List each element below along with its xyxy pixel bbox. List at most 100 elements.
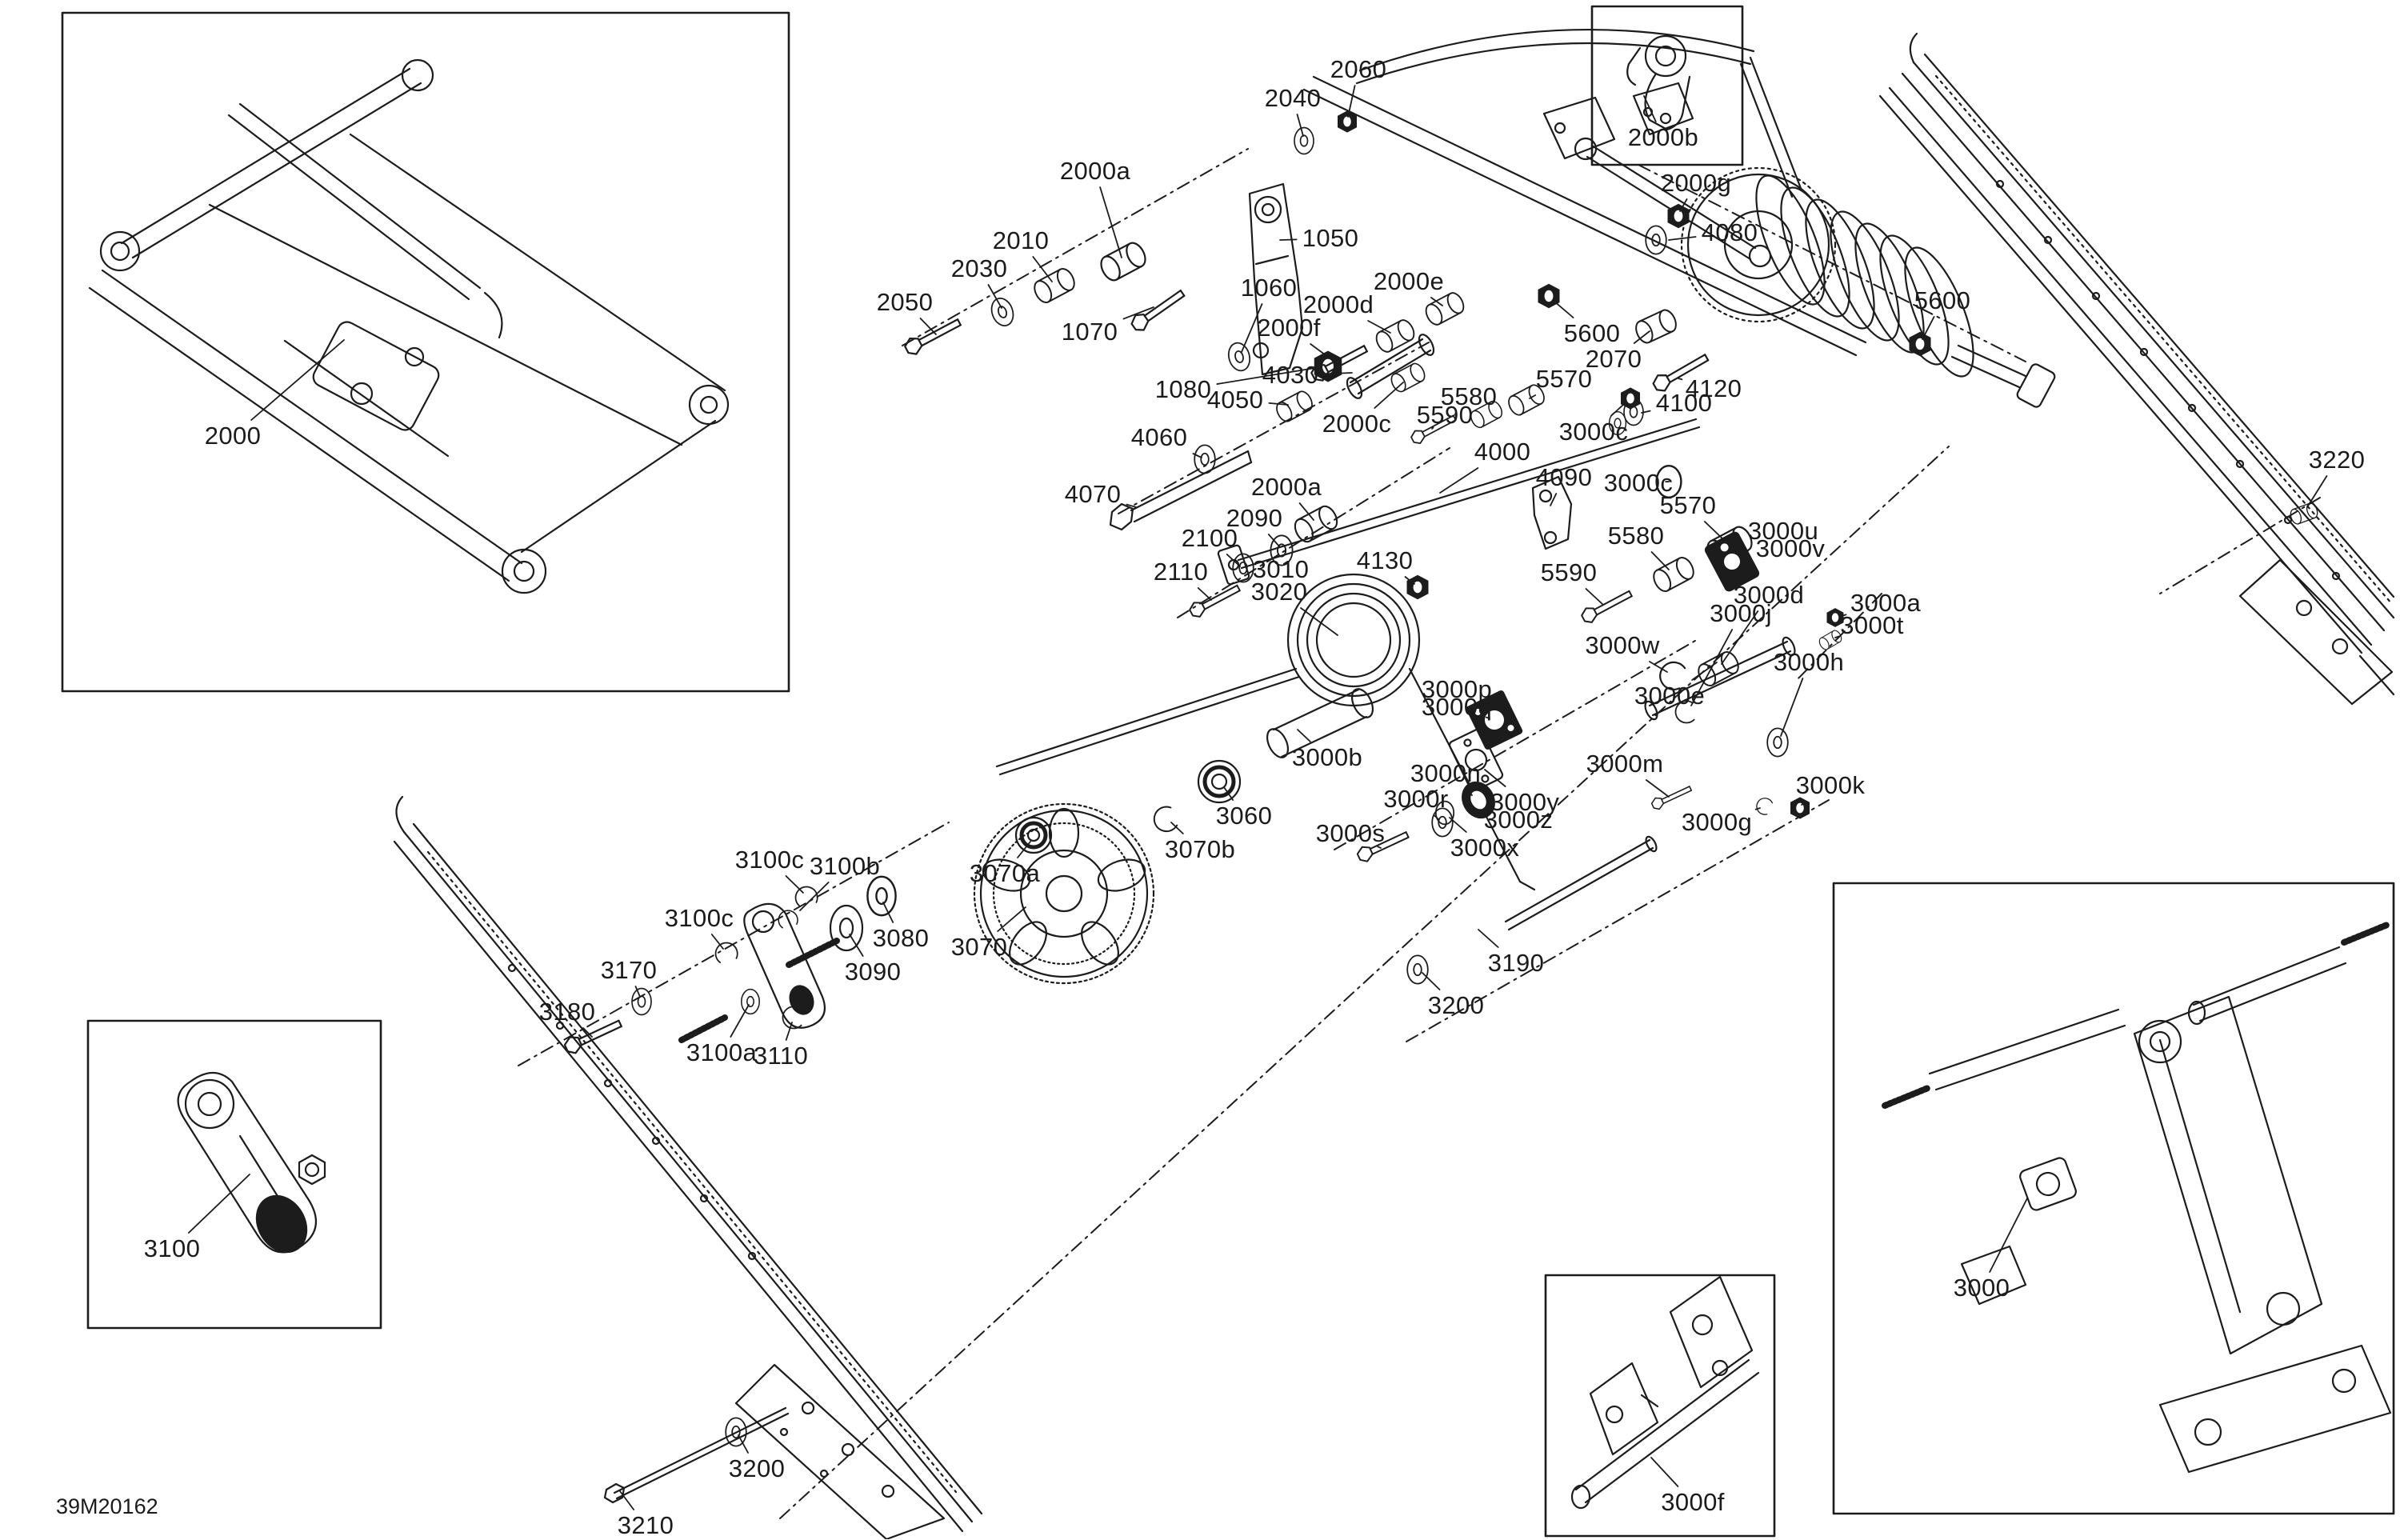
leader-line [1478,930,1498,947]
part-label: 4100 [1656,389,1713,418]
coil-spring-drawing [1682,167,2056,409]
leader-line [1705,522,1725,541]
leader-line [988,285,1002,308]
leader-line [1422,973,1440,990]
leader-line [1198,588,1211,600]
leader-line [1368,321,1390,333]
leader-line [1678,378,1682,379]
part-label: 4050 [1207,386,1264,414]
part-label: 2000c [1322,410,1391,438]
part-label: 2000g [1661,169,1731,198]
leader-line [730,1005,749,1037]
part-label: 3000j [1710,599,1772,628]
leader-line [1298,730,1310,742]
part-label: 3100a [686,1038,757,1067]
part-label: 3180 [539,998,596,1026]
part-label: 3000v [1756,534,1825,563]
leader-line [635,986,640,997]
leader-line [1554,301,1574,318]
part-label: 3000t [1840,611,1904,640]
upper-frame-drawing [1110,30,1866,585]
part-label: 5600 [1564,319,1621,348]
part-label: 3100b [810,852,880,881]
part-label: 3000b [1292,743,1362,772]
part-label: 2100 [1182,524,1238,553]
inset-box-rear-bracket-3000f [1546,1275,1774,1536]
part-label: 1060 [1241,274,1298,302]
part-label: 2110 [1154,558,1208,586]
part-label: 3200 [729,1454,786,1483]
leader-line [786,876,803,893]
part-label: 3000s [1316,819,1385,848]
part-label: 3000z [1484,806,1553,834]
leader-line [1298,114,1303,136]
leader-line [1301,608,1338,635]
leader-line [2307,476,2326,507]
part-label: 3000w [1585,631,1659,660]
part-label: 4130 [1357,546,1414,575]
part-label: 4070 [1065,480,1122,509]
part-label: 4000 [1474,438,1531,466]
inset-box-pivot-arm-3100 [88,1021,381,1328]
part-label: 3000f [1661,1488,1725,1517]
leader-line [1990,1198,2027,1272]
part-label: 3210 [618,1511,674,1540]
part-label: 3000r [1383,785,1448,814]
part-label: 3000 [1954,1274,2010,1302]
part-label: 3070b [1165,835,1235,864]
leader-line [786,1022,792,1040]
part-label: 2000b [1628,123,1698,152]
leader-line [1586,589,1604,605]
part-label: 2000f [1257,314,1321,342]
part-label: 2000e [1374,267,1444,296]
leader-line [251,340,344,420]
leader-line [1756,808,1760,810]
part-label: 1050 [1302,224,1359,253]
part-label: 4090 [1536,463,1593,492]
part-label: 2000a [1251,473,1322,502]
part-label: 4080 [1702,218,1758,247]
part-label: 2000a [1060,157,1130,186]
part-label: 1070 [1062,318,1118,346]
leader-line [1646,780,1669,797]
part-label: 3220 [2309,446,2366,474]
part-label: 3100 [144,1234,201,1263]
rear-arm-inset-drawing [1885,925,2390,1472]
part-label: 3110 [754,1042,808,1070]
part-label: 3000k [1796,771,1865,800]
leader-line [1652,552,1669,570]
part-label: 3080 [873,924,930,953]
part-label: 2070 [1586,345,1642,374]
part-label: 3000h [1774,648,1844,677]
part-label: 3000c [1559,418,1628,446]
part-label: 2050 [877,288,934,317]
leader-line [921,318,937,334]
part-label: 5580 [1441,382,1498,411]
leader-line [1374,382,1403,408]
part-label: 2010 [993,226,1050,255]
leader-line [998,907,1026,931]
leader-line [1033,257,1052,282]
part-label: 4030 [1262,361,1319,390]
part-label: 3060 [1216,802,1273,830]
leader-line [1171,822,1183,834]
part-label: 5600 [1914,286,1971,315]
part-label: 3000x [1450,834,1519,862]
part-label: 2030 [951,254,1008,283]
part-label: 3000m [1586,750,1664,778]
part-label: 4060 [1131,423,1188,452]
part-label: 2060 [1330,55,1387,84]
part-label: 3020 [1251,578,1308,606]
part-label: 3000g [1682,808,1752,837]
inset-box-front-arm-assembly [62,13,789,691]
part-label: 3000q [1422,693,1492,722]
part-label: 3000n [1410,759,1481,788]
leader-line [1440,468,1478,493]
part-label: 3070a [970,859,1040,888]
part-label: 3000e [1634,682,1705,710]
leader-line [1280,239,1297,240]
part-label: 3100c [735,846,804,874]
part-label: 3190 [1488,949,1545,978]
